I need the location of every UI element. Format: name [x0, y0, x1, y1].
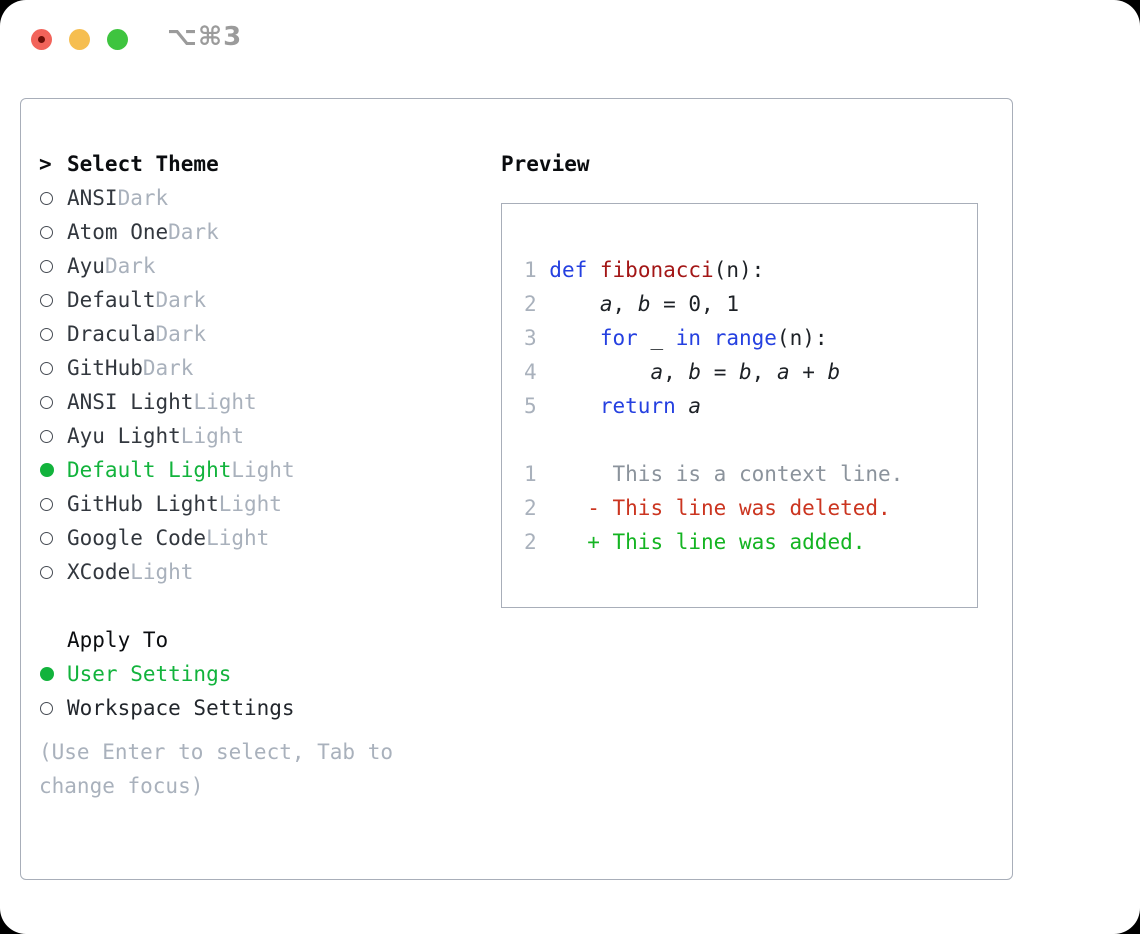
theme-variant: Light: [206, 526, 270, 550]
theme-item[interactable]: Google Code Light: [39, 521, 469, 555]
spacer: [39, 589, 469, 623]
zoom-button[interactable]: [107, 29, 128, 50]
preview-pane: 1 def fibonacci(n): 2 a, b = 0, 1 3 for _ …: [501, 203, 978, 608]
radio-icon: [39, 531, 67, 545]
code-line: 2 - This line was deleted.: [524, 496, 891, 520]
theme-variant: Dark: [142, 356, 194, 380]
code-line: 1 def fibonacci(n):: [524, 258, 765, 282]
radio-icon: [39, 395, 67, 409]
theme-name: GitHub: [67, 356, 143, 380]
radio-icon: [39, 565, 67, 579]
preview-column: Preview 1 def fibonacci(n): 2 a, b = 0, 1…: [501, 147, 978, 608]
theme-variant: Dark: [155, 288, 207, 312]
theme-name: Ayu Light: [67, 424, 181, 448]
preview-title: Preview: [501, 152, 590, 176]
apply-option-label: User Settings: [67, 662, 232, 686]
radio-icon: [39, 429, 67, 443]
radio-icon: [39, 327, 67, 341]
theme-variant: Light: [193, 390, 257, 414]
theme-name: Google Code: [67, 526, 207, 550]
theme-variant: Light: [218, 492, 282, 516]
theme-variant: Light: [130, 560, 194, 584]
apply-to-title: Apply To: [67, 628, 169, 652]
apply-option[interactable]: User Settings: [39, 657, 469, 691]
code-line: 3 for _ in range(n):: [524, 326, 828, 350]
code-line: 5 return a: [524, 394, 702, 418]
apply-to-header: Apply To: [39, 623, 469, 657]
theme-item[interactable]: Default Light Light: [39, 453, 469, 487]
theme-name: Default Light: [67, 458, 232, 482]
select-theme-title: Select Theme: [67, 152, 219, 176]
radio-icon: [39, 497, 67, 511]
theme-item[interactable]: Default Dark: [39, 283, 469, 317]
theme-item[interactable]: Ayu Dark: [39, 249, 469, 283]
radio-selected-icon: [39, 463, 67, 477]
theme-name: GitHub Light: [67, 492, 219, 516]
theme-name: Atom One: [67, 220, 169, 244]
code-line: 4 a, b = b, a + b: [524, 360, 841, 384]
select-theme-header: > Select Theme: [39, 147, 469, 181]
theme-variant: Light: [231, 458, 295, 482]
close-button[interactable]: [31, 29, 52, 50]
minimize-button[interactable]: [69, 29, 90, 50]
theme-variant: Dark: [104, 254, 156, 278]
theme-item[interactable]: GitHub Light Light: [39, 487, 469, 521]
theme-item[interactable]: Atom One Dark: [39, 215, 469, 249]
help-text: (Use Enter to select, Tab to change focu…: [39, 740, 394, 798]
blank-line: [524, 423, 963, 457]
focus-caret-icon: >: [39, 152, 52, 176]
radio-icon: [39, 225, 67, 239]
theme-name: Dracula: [67, 322, 156, 346]
theme-item[interactable]: XCode Light: [39, 555, 469, 589]
radio-icon: [39, 259, 67, 273]
traffic-lights: [31, 29, 128, 50]
theme-variant: Dark: [117, 186, 169, 210]
radio-icon: [39, 701, 67, 715]
radio-icon: [39, 293, 67, 307]
theme-item[interactable]: ANSI Dark: [39, 181, 469, 215]
theme-item[interactable]: Ayu Light Light: [39, 419, 469, 453]
theme-variant: Light: [180, 424, 245, 448]
window-title: ⌥⌘3: [167, 22, 243, 52]
apply-option-label: Workspace Settings: [67, 696, 295, 720]
theme-variant: Dark: [168, 220, 219, 244]
theme-item[interactable]: ANSI Light Light: [39, 385, 469, 419]
theme-name: ANSI: [67, 186, 118, 210]
theme-item[interactable]: Dracula Dark: [39, 317, 469, 351]
code-line: 1 This is a context line.: [524, 462, 904, 486]
code-line: 2 + This line was added.: [524, 530, 866, 554]
theme-name: XCode: [67, 560, 131, 584]
radio-icon: [39, 361, 67, 375]
theme-variant: Dark: [155, 322, 207, 346]
theme-name: Default: [67, 288, 156, 312]
radio-icon: [39, 191, 67, 205]
apply-option[interactable]: Workspace Settings: [39, 691, 469, 725]
theme-name: ANSI Light: [67, 390, 194, 414]
code-line: 2 a, b = 0, 1: [524, 292, 739, 316]
theme-name: Ayu: [67, 254, 105, 278]
radio-selected-icon: [39, 667, 67, 681]
theme-item[interactable]: GitHub Dark: [39, 351, 469, 385]
titlebar: ⌥⌘3: [0, 0, 1140, 72]
